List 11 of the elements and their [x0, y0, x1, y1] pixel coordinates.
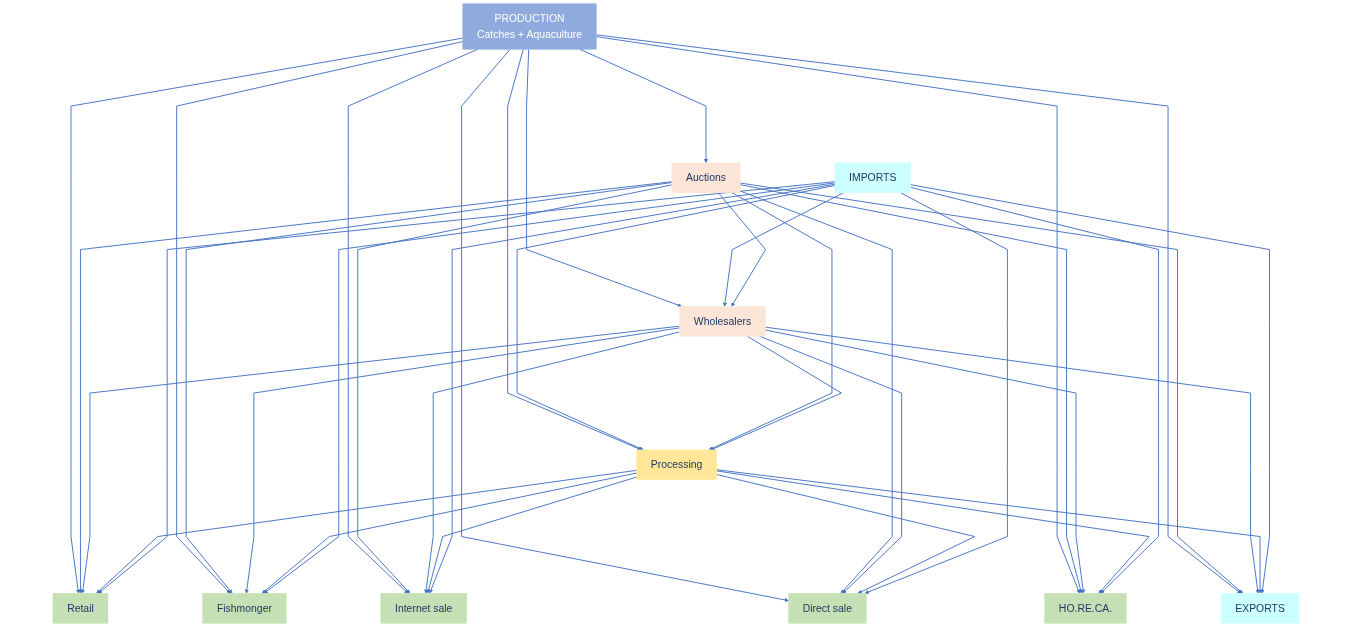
node-box: PRODUCTION Catches + Aquaculture: [462, 3, 597, 50]
node-box: Fishmonger: [202, 593, 287, 624]
node-box: Wholesalers: [679, 306, 766, 337]
node-box: IMPORTS: [834, 162, 911, 193]
node-box: Direct sale: [788, 593, 867, 624]
node-box: Auctions: [671, 162, 741, 193]
node-box: Processing: [636, 449, 717, 480]
node-box: EXPORTS: [1220, 593, 1300, 624]
node-box: Internet sale: [380, 593, 467, 624]
node-box: HO.RE.CA.: [1044, 593, 1127, 624]
node-box: Retail: [52, 593, 109, 624]
